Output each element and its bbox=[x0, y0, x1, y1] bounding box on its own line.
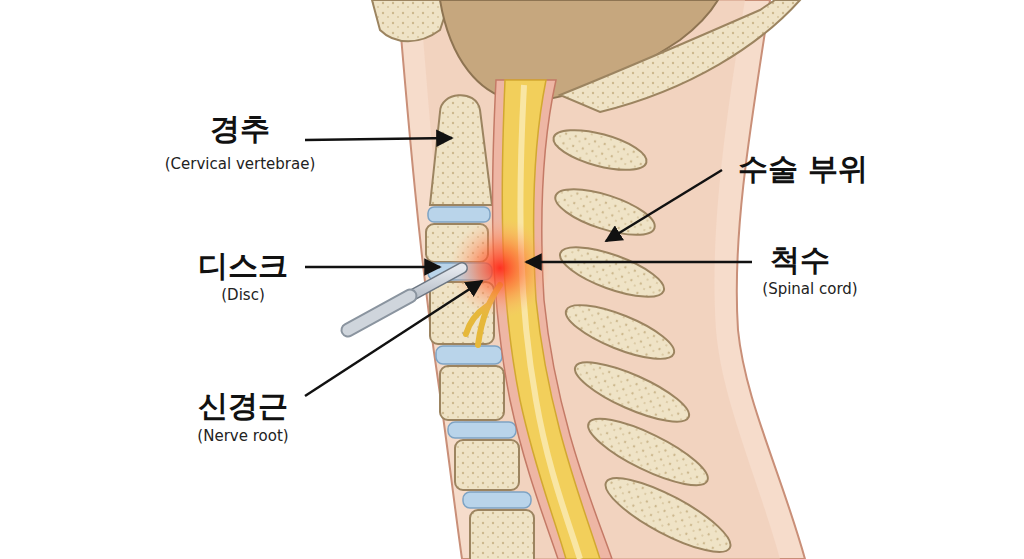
part-name: 신경근 bbox=[198, 389, 288, 422]
part-name: 경추 bbox=[210, 112, 270, 145]
part-name: 척수 bbox=[770, 243, 830, 276]
spinal-cord bbox=[502, 80, 600, 559]
part-name-english: (Disc) bbox=[221, 287, 264, 304]
cord-highlight bbox=[520, 85, 580, 559]
leader-lines bbox=[305, 138, 752, 396]
neck-tissue bbox=[398, 0, 805, 559]
part-name-english: (Spinal cord) bbox=[762, 281, 857, 298]
surgical-instrument bbox=[348, 268, 462, 330]
dura bbox=[493, 80, 612, 559]
part-name-english: (Nerve root) bbox=[197, 428, 288, 445]
part-name: 수술 부위 bbox=[738, 152, 868, 185]
part-name-english: (Cervical vertebrae) bbox=[165, 156, 315, 173]
part-name: 디스크 bbox=[198, 249, 288, 282]
occipital-bone bbox=[560, 0, 800, 112]
skull-bone bbox=[372, 0, 450, 41]
